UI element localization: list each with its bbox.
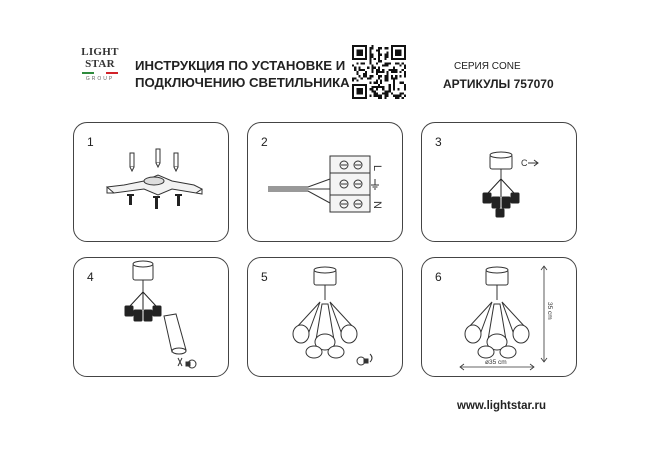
step-number: 2 — [261, 135, 268, 149]
height-label: 35 cm — [546, 302, 553, 320]
terminal-block-illustration: L N — [268, 155, 383, 213]
attach-shade-illustration — [124, 260, 197, 369]
logo-word-star: STAR — [85, 58, 115, 70]
socket-icon — [124, 305, 134, 317]
step-number: 1 — [87, 135, 94, 149]
wall-plug-icon — [173, 152, 179, 173]
step-panel-1: 1 — [73, 122, 229, 242]
step-panel-5: 5 — [247, 257, 403, 377]
step-number: 5 — [261, 270, 268, 284]
step-panel-2: 2 L N — [247, 122, 403, 242]
brand-logo: LIGHT STAR GROUP — [78, 46, 122, 98]
live-wire-label: L — [371, 165, 383, 171]
step-number: 6 — [435, 270, 442, 284]
screw-icon — [127, 194, 134, 205]
step-panel-4: 4 — [73, 257, 229, 377]
logo-word-light: LIGHT — [81, 46, 119, 58]
socket-icon — [495, 208, 505, 218]
socket-icon — [501, 196, 511, 209]
screw-icon — [153, 196, 160, 209]
website-link[interactable]: www.lightstar.ru — [457, 400, 547, 412]
step-panel-6: 6 35 cm ø35 cm — [421, 257, 577, 377]
canopy-sockets-illustration: C — [482, 151, 539, 218]
screw-icon — [175, 194, 182, 206]
width-label: ø35 cm — [485, 359, 507, 366]
socket-icon — [482, 192, 492, 204]
logo-group-text: GROUP — [85, 76, 115, 82]
ground-icon — [371, 179, 379, 190]
document-title: ИНСТРУКЦИЯ ПО УСТАНОВКЕ И ПОДКЛЮЧЕНИЮ СВ… — [135, 57, 350, 91]
step-number: 3 — [435, 135, 442, 149]
qr-code — [352, 45, 406, 99]
bracket-screws-illustration — [105, 148, 203, 209]
step-panel-3: 3 C — [421, 122, 577, 242]
socket-icon — [152, 305, 162, 317]
dimensions-illustration: 35 cm ø35 cm — [459, 265, 553, 371]
bulb-icon — [177, 357, 197, 369]
wall-plug-icon — [155, 148, 161, 169]
series-label: СЕРИЯ CONE — [454, 61, 521, 72]
article-label: АРТИКУЛЫ 757070 — [443, 77, 554, 91]
wall-plug-icon — [129, 152, 135, 173]
step-number: 4 — [87, 270, 94, 284]
socket-icon — [510, 192, 520, 204]
logo-flag-stripe — [82, 72, 118, 74]
socket-icon — [143, 309, 153, 322]
neutral-wire-label: N — [371, 201, 383, 209]
svg-text:C: C — [521, 158, 528, 168]
bulb-icon — [356, 353, 373, 366]
title-line-2: ПОДКЛЮЧЕНИЮ СВЕТИЛЬНИКА — [135, 75, 350, 90]
install-bulbs-illustration — [292, 266, 373, 366]
socket-icon — [491, 196, 501, 209]
title-line-1: ИНСТРУКЦИЯ ПО УСТАНОВКЕ И — [135, 58, 346, 73]
socket-icon — [133, 309, 143, 322]
